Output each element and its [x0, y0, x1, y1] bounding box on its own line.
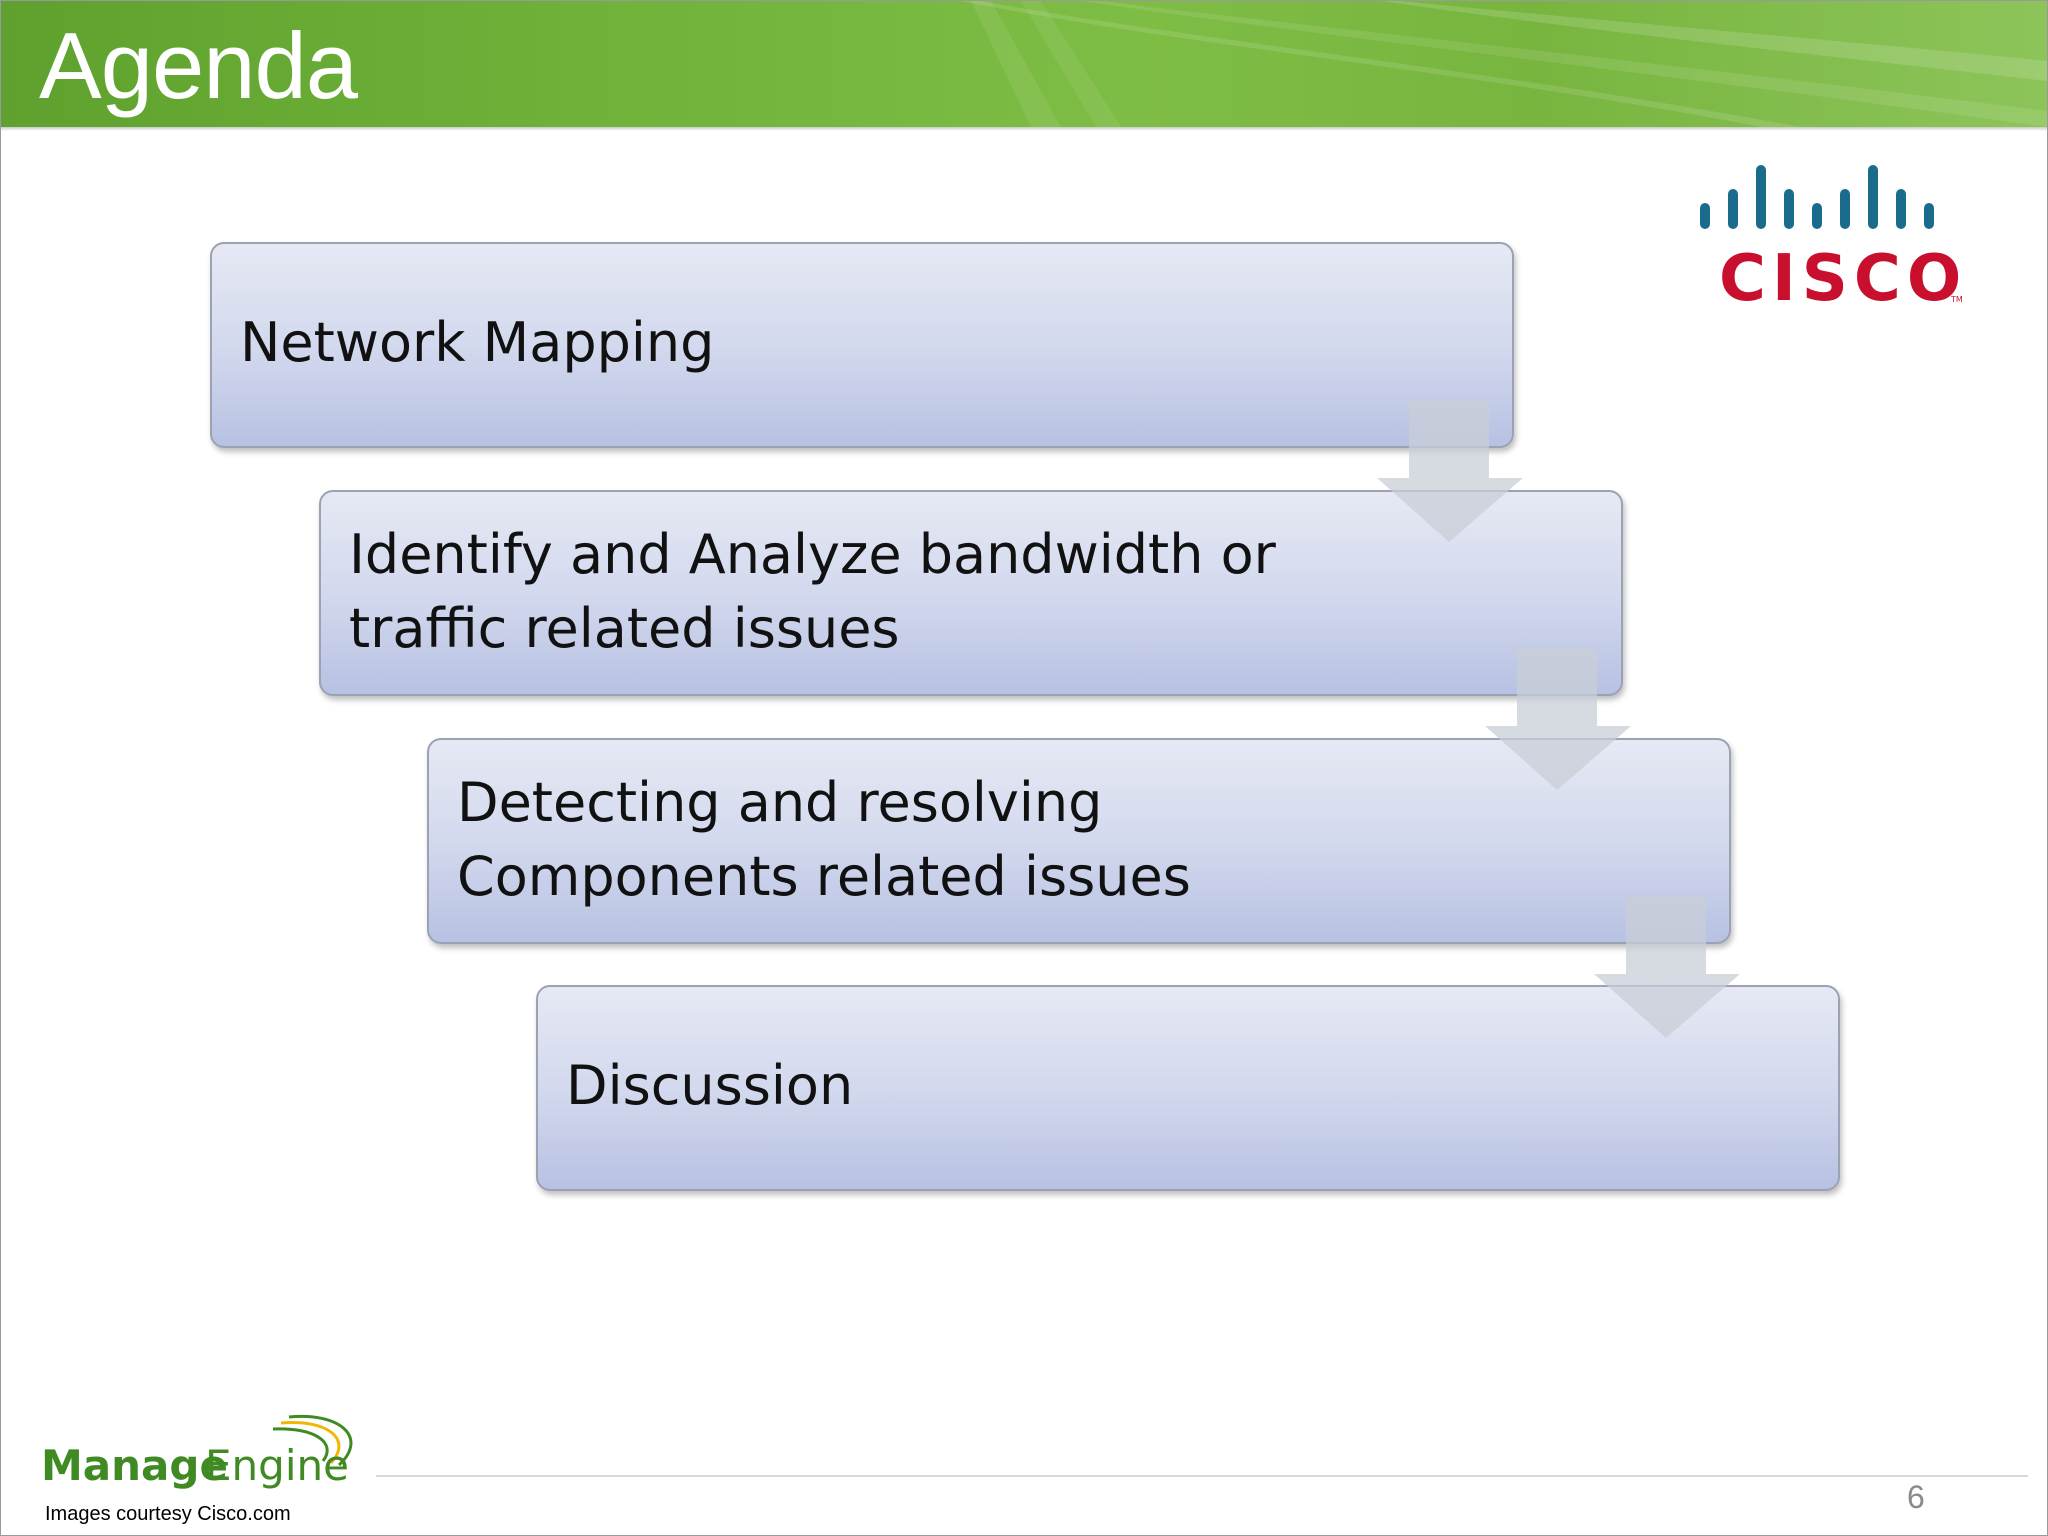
agenda-step-discussion: Discussion: [536, 985, 1840, 1191]
step-arrow-icon: [1594, 896, 1740, 1038]
footer-divider: [376, 1475, 2028, 1477]
title-bar: Agenda: [1, 1, 2047, 127]
agenda-step-label: Network Mapping: [240, 311, 715, 374]
agenda-step-bandwidth-issues: Identify and Analyze bandwidth or traffi…: [319, 490, 1623, 696]
agenda-step-component-issues: Detecting and resolving Components relat…: [427, 738, 1731, 944]
header-swoosh-decoration: [961, 1, 2047, 127]
cisco-bars-icon: [1700, 165, 1934, 229]
manageengine-logo-engine: Engine: [205, 1441, 349, 1490]
agenda-step-label: Identify and Analyze bandwidth or traffi…: [349, 523, 1276, 660]
agenda-step-network-mapping: Network Mapping: [210, 242, 1514, 448]
step-arrow-icon: [1377, 400, 1523, 542]
page-number: 6: [1907, 1479, 1925, 1515]
cisco-logo-text: CISCO: [1719, 242, 1968, 316]
manageengine-logo-manage: Manage: [41, 1441, 228, 1490]
agenda-step-label: Detecting and resolving Components relat…: [457, 771, 1191, 908]
slide-title: Agenda: [39, 13, 358, 118]
step-arrow-icon: [1485, 648, 1631, 790]
image-credit: Images courtesy Cisco.com: [45, 1503, 291, 1525]
agenda-step-label: Discussion: [566, 1054, 854, 1117]
manageengine-swoosh-icon: [272, 1414, 353, 1467]
cisco-trademark: TM: [1951, 295, 1963, 304]
title-bar-shadow: [1, 127, 2047, 131]
